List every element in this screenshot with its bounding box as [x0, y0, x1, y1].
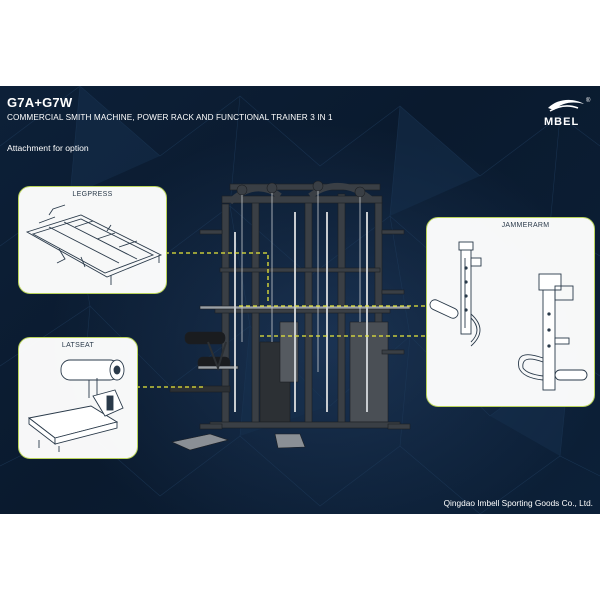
mbel-logo: MBEL ®	[544, 97, 591, 128]
registered-mark: ®	[586, 97, 591, 104]
machine-illustration	[169, 180, 411, 451]
jammerarm-drawing	[429, 241, 588, 391]
latseat-attachment-panel: LATSEAT	[18, 337, 138, 459]
option-note: Attachment for option	[7, 143, 89, 153]
legpress-label: LEGPRESS	[72, 191, 113, 198]
company-name: Qingdao Imbell Sporting Goods Co., Ltd.	[443, 498, 593, 508]
legpress-drawing	[25, 204, 163, 285]
logo-text: MBEL	[544, 116, 579, 128]
jammerarm-attachment-panel: JAMMERARM	[426, 217, 595, 407]
latseat-drawing	[27, 359, 125, 452]
latseat-label: LATSEAT	[61, 342, 95, 349]
product-sheet: G7A+G7W COMMERCIAL SMITH MACHINE, POWER …	[0, 86, 600, 514]
product-subtitle: COMMERCIAL SMITH MACHINE, POWER RACK AND…	[7, 113, 333, 122]
legpress-attachment-panel: LEGPRESS	[18, 186, 167, 294]
jammerarm-label: JAMMERARM	[501, 222, 550, 229]
product-title: G7A+G7W	[7, 95, 73, 110]
